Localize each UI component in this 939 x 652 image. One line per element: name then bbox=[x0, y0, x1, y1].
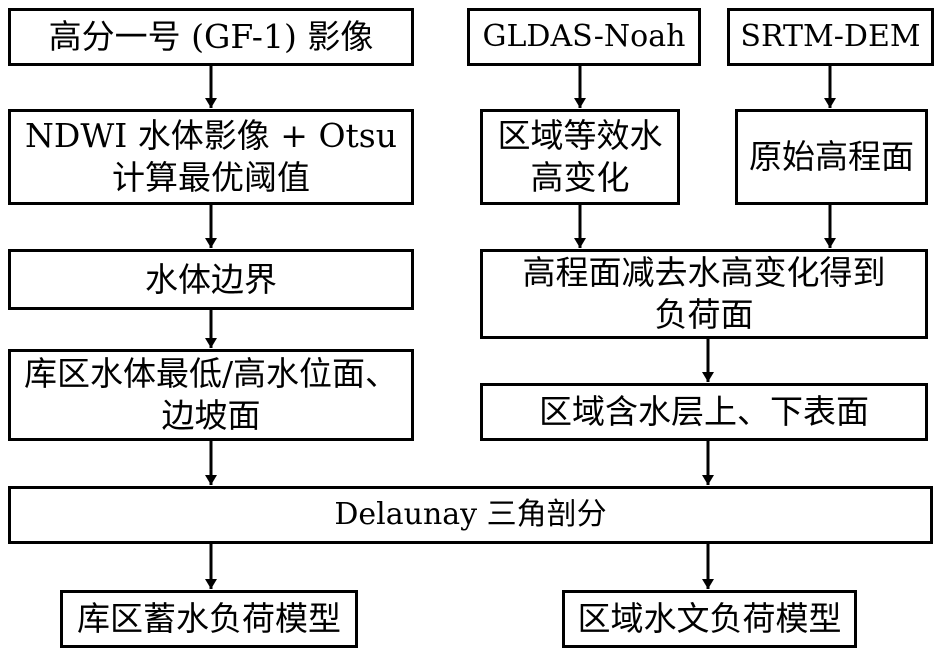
node-original-elevation: 原始高程面 bbox=[735, 109, 928, 205]
node-gf1-image: 高分一号 (GF-1) 影像 bbox=[8, 8, 414, 66]
node-aquifer-surfaces: 区域含水层上、下表面 bbox=[480, 383, 928, 441]
node-text: 边坡面 bbox=[161, 396, 261, 435]
node-gldas-noah: GLDAS-Noah bbox=[467, 8, 701, 66]
node-water-boundary: 水体边界 bbox=[8, 249, 414, 310]
node-text: 区域水文负荷模型 bbox=[577, 599, 842, 638]
node-text: Delaunay 三角剖分 bbox=[334, 497, 607, 532]
node-text: 原始高程面 bbox=[749, 137, 914, 176]
node-hydro-load-model: 区域水文负荷模型 bbox=[562, 590, 857, 648]
node-text: 水体边界 bbox=[145, 259, 277, 299]
node-reservoir-surfaces: 库区水体最低/高水位面、 边坡面 bbox=[8, 349, 414, 441]
node-text: 高变化 bbox=[530, 158, 630, 197]
node-text: 区域等效水 bbox=[497, 116, 663, 155]
node-ndwi-otsu: NDWI 水体影像 + Otsu 计算最优阈值 bbox=[8, 109, 414, 205]
node-text: 负荷面 bbox=[654, 295, 754, 334]
node-srtm-dem: SRTM-DEM bbox=[727, 8, 934, 66]
node-text: 区域含水层上、下表面 bbox=[539, 392, 869, 431]
node-text: GLDAS-Noah bbox=[482, 19, 686, 54]
node-delaunay: Delaunay 三角剖分 bbox=[8, 486, 933, 544]
node-text: 计算最优阈值 bbox=[112, 158, 310, 197]
node-water-height-change: 区域等效水 高变化 bbox=[480, 109, 680, 205]
node-text: 库区蓄水负荷模型 bbox=[77, 599, 341, 638]
node-text: 高程面减去水高变化得到 bbox=[522, 253, 886, 292]
node-subtract-load-surface: 高程面减去水高变化得到 负荷面 bbox=[480, 249, 928, 339]
node-text: NDWI 水体影像 + Otsu bbox=[25, 116, 397, 155]
node-reservoir-load-model: 库区蓄水负荷模型 bbox=[60, 590, 358, 648]
node-text: 高分一号 (GF-1) 影像 bbox=[48, 17, 374, 56]
node-text: SRTM-DEM bbox=[740, 19, 921, 54]
node-text: 库区水体最低/高水位面、 bbox=[23, 354, 399, 393]
